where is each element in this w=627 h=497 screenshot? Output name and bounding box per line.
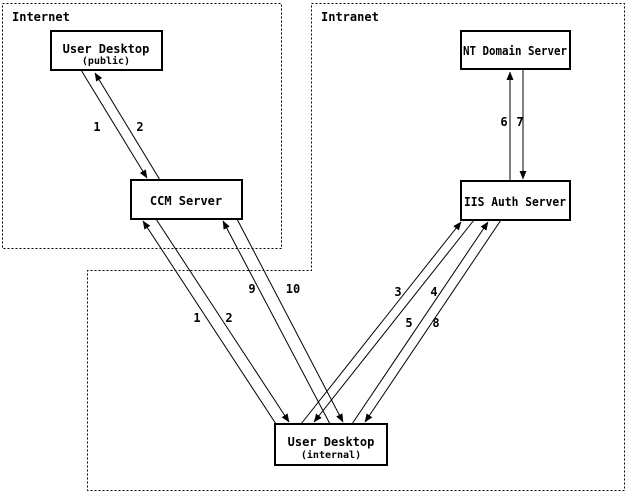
flow-label-2-internal: 2 — [225, 311, 232, 325]
intranet-region-label: Intranet — [321, 10, 379, 24]
user-desktop-internal-label: User Desktop — [288, 435, 375, 449]
node-iis-auth-server: IIS Auth Server — [460, 180, 571, 221]
node-ccm-server: CCM Server — [130, 179, 243, 220]
nt-domain-server-label: NT Domain Server — [463, 44, 567, 58]
internet-region-border — [2, 3, 282, 249]
flow-label-2-public: 2 — [136, 120, 143, 134]
flow-label-4: 4 — [430, 285, 437, 299]
arrow-5-internal-desktop-to-iis — [351, 221, 489, 425]
internet-region: Internet — [2, 3, 282, 249]
intranet-region-border — [87, 3, 625, 491]
ccm-server-label: CCM Server — [150, 194, 222, 208]
arrow-8-iis-to-internal-desktop — [364, 219, 502, 423]
arrow-9-internal-desktop-to-ccm — [222, 220, 331, 425]
flow-label-3: 3 — [394, 285, 401, 299]
internet-region-label: Internet — [12, 10, 70, 24]
arrow-2-ccm-to-internal-desktop — [155, 218, 290, 423]
flow-label-1-internal: 1 — [193, 311, 200, 325]
nt-domain-server-box — [460, 30, 571, 70]
arrow-3-internal-desktop-to-iis — [300, 221, 462, 425]
flow-label-8: 8 — [432, 316, 439, 330]
iis-auth-server-label: IIS Auth Server — [464, 195, 566, 209]
arrow-2-ccm-to-public-desktop — [94, 72, 161, 181]
node-user-desktop-public: User Desktop (public) — [50, 30, 163, 71]
iis-auth-server-box — [460, 180, 571, 221]
node-user-desktop-internal: User Desktop (internal) — [274, 423, 388, 466]
ccm-server-box — [130, 179, 243, 220]
user-desktop-internal-sublabel: (internal) — [301, 449, 361, 461]
flow-label-7: 7 — [516, 115, 523, 129]
flow-label-5: 5 — [405, 316, 412, 330]
user-desktop-internal-box — [274, 423, 388, 466]
arrow-10-ccm-to-internal-desktop — [236, 218, 344, 423]
user-desktop-public-label: User Desktop — [63, 42, 150, 56]
flow-label-9: 9 — [248, 282, 255, 296]
user-desktop-public-sublabel: (public) — [82, 55, 130, 67]
arrow-1-internal-desktop-to-ccm — [142, 220, 277, 425]
flow-label-10: 10 — [286, 282, 300, 296]
flow-label-1-public: 1 — [93, 120, 100, 134]
intranet-region: Intranet — [87, 3, 625, 491]
node-nt-domain-server: NT Domain Server — [460, 30, 571, 70]
arrow-4-iis-to-internal-desktop — [313, 219, 475, 423]
flow-label-6: 6 — [500, 115, 507, 129]
arrow-1-public-desktop-to-ccm — [80, 69, 148, 179]
user-desktop-public-box — [50, 30, 163, 71]
